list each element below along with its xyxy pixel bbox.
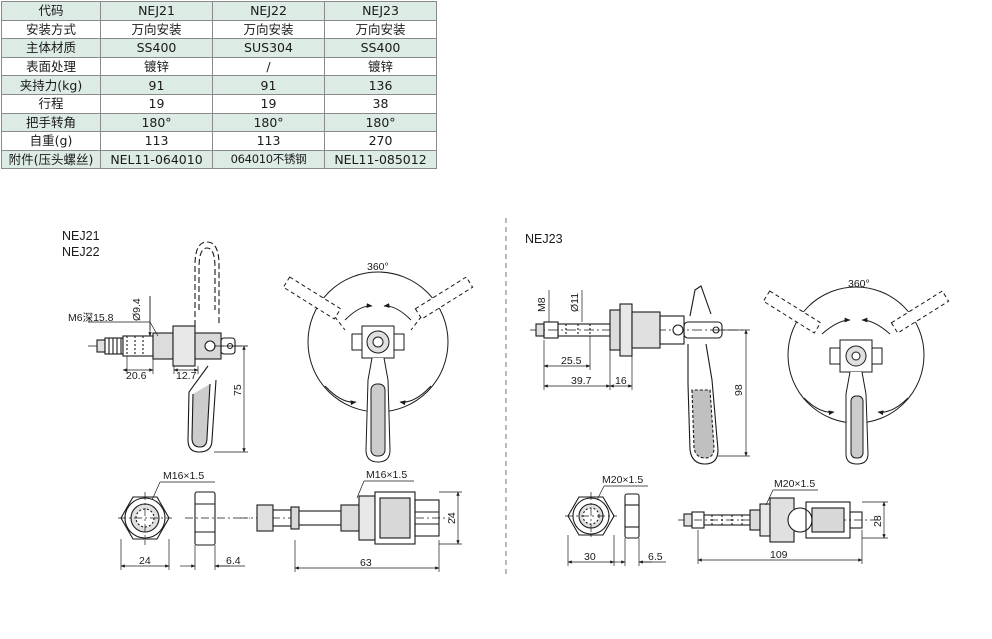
assembly-side-dims-right [697, 489, 888, 564]
dim-thread-side: M16×1.5 [366, 469, 407, 481]
dim-diameter-right: Ø11 [569, 293, 581, 312]
header-cell: NEJ21 [100, 1, 213, 21]
dim-thread-front-right: M20×1.5 [602, 474, 643, 486]
dim-nut-thick-right: 6.5 [648, 551, 663, 563]
assembly-side-left [240, 491, 450, 545]
side-view-dims-right [543, 290, 750, 457]
nut-front-right [565, 492, 640, 540]
row-label: 把手转角 [1, 112, 101, 133]
table-cell: SUS304 [212, 38, 325, 58]
spec-table: 代码 NEJ21 NEJ22 NEJ23 安装方式 万向安装 万向安装 万向安装… [1, 1, 437, 170]
dim-total-len-right: 109 [770, 549, 788, 561]
dim-total-len: 63 [360, 557, 372, 569]
table-cell: 180° [100, 112, 213, 133]
model-label-nej21: NEJ21 [62, 229, 100, 243]
table-row: 主体材质 SS400 SUS304 SS400 [1, 38, 437, 58]
dim-nut-thick: 6.4 [226, 555, 241, 567]
dim-rotation: 360° [367, 261, 389, 273]
nut-front-dims-left [120, 481, 245, 570]
model-label-nej23: NEJ23 [525, 232, 563, 246]
side-view-dims-left [88, 296, 248, 453]
nut-front-dims-right [567, 485, 666, 566]
side-view-nej21 [88, 241, 250, 453]
side-view-nej23 [530, 285, 745, 465]
rotation-view-right [762, 286, 950, 465]
assembly-side-right [678, 497, 880, 543]
dim-thread-front: M16×1.5 [163, 470, 204, 482]
rotation-view-left [282, 271, 474, 463]
dim-len-c-right: 16 [615, 375, 627, 387]
table-row: 把手转角 180° 180° 180° [1, 112, 437, 133]
table-row: 附件(压头螺丝) NEL11-064010 064010不锈钢 NEL11-08… [1, 149, 437, 170]
dim-diameter: Ø9.4 [131, 298, 143, 321]
table-cell: 91 [212, 75, 325, 95]
row-label: 附件(压头螺丝) [1, 149, 101, 170]
assembly-side-dims-left [294, 480, 462, 572]
dim-height-right: 98 [733, 384, 745, 396]
table-cell: 113 [212, 131, 325, 151]
table-row: 夹持力(kg) 91 91 136 [1, 75, 437, 95]
dim-len-b-right: 39.7 [571, 375, 592, 387]
table-row: 行程 19 19 38 [1, 93, 437, 114]
dim-len-a-right: 25.5 [561, 355, 582, 367]
table-header-row: 代码 NEJ21 NEJ22 NEJ23 [1, 1, 437, 21]
header-cell: 代码 [1, 1, 101, 21]
table-cell: 19 [212, 93, 325, 114]
row-label: 夹持力(kg) [1, 75, 101, 95]
dim-body-height-right: 28 [872, 515, 884, 527]
row-label: 主体材质 [1, 38, 101, 58]
nut-front-left [118, 491, 250, 546]
model-label-nej22: NEJ22 [62, 245, 100, 259]
table-cell: 万向安装 [212, 19, 325, 40]
table-cell: SS400 [100, 38, 213, 58]
table-row: 安装方式 万向安装 万向安装 万向安装 [1, 19, 437, 40]
header-cell: NEJ22 [212, 1, 325, 21]
dim-thread-depth: M6深15.8 [68, 312, 114, 324]
row-label: 自重(g) [1, 131, 101, 151]
dim-thread-side-right: M20×1.5 [774, 478, 815, 490]
dim-height: 75 [232, 384, 244, 396]
dim-thread-m8: M8 [536, 297, 548, 312]
dim-nut-width: 24 [139, 555, 151, 567]
dim-body-height: 24 [446, 512, 458, 524]
dim-len-a: 20.6 [126, 370, 147, 382]
dim-rotation-right: 360° [848, 278, 870, 290]
table-cell: 064010不锈钢 [212, 149, 325, 170]
dim-nut-width-right: 30 [584, 551, 596, 563]
table-cell: 180° [324, 112, 437, 133]
table-cell: NEL11-085012 [324, 149, 437, 170]
dim-len-b: 12.7 [176, 370, 197, 382]
table-cell: NEL11-064010 [100, 149, 213, 170]
table-cell: SS400 [324, 38, 437, 58]
